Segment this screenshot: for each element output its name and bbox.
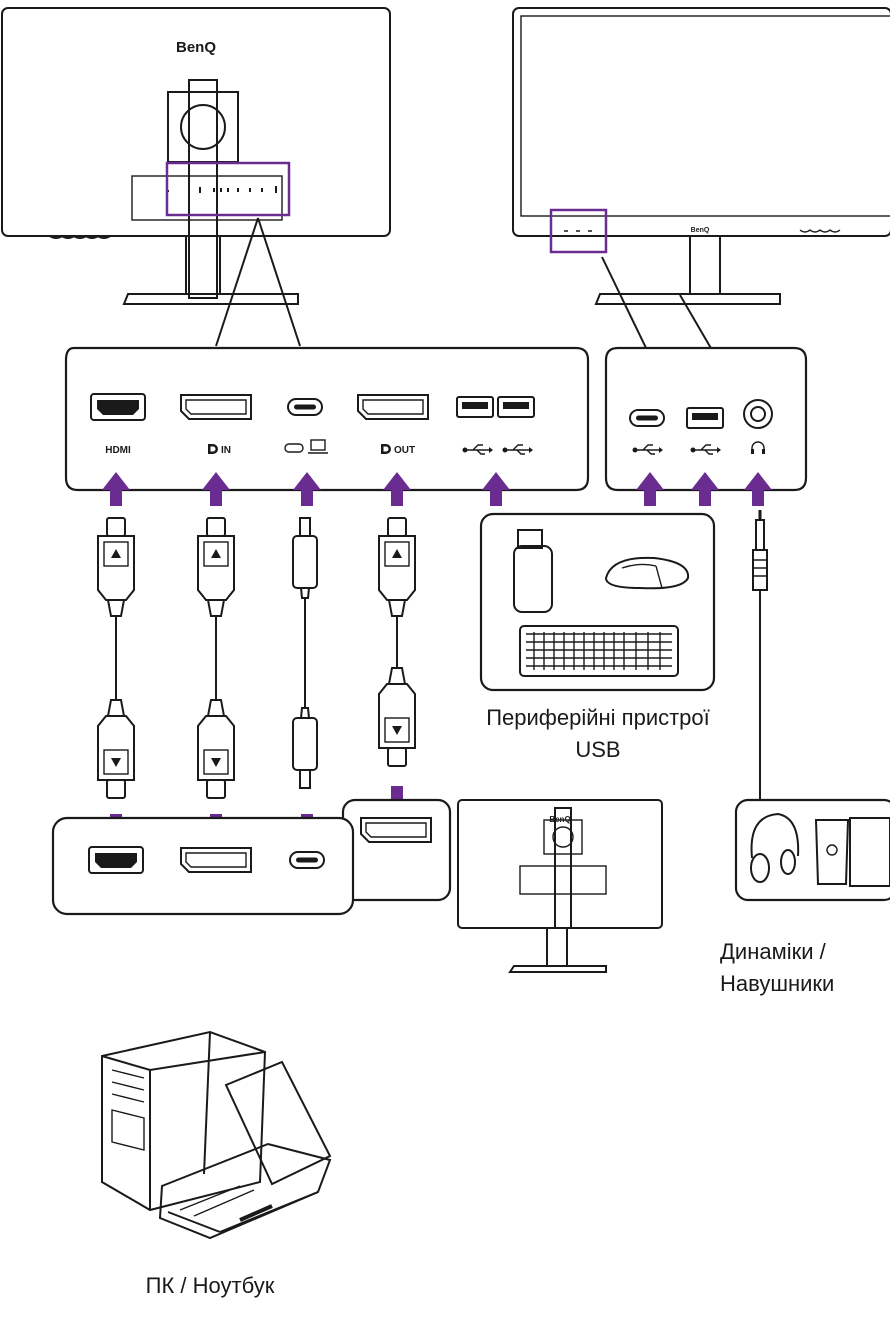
usb-c-laptop-icon <box>284 439 328 454</box>
pc-port-panel <box>51 816 355 916</box>
rear-port-highlight <box>165 161 291 217</box>
displayport-daisy-chain-cable <box>378 517 416 767</box>
keyboard-icon <box>519 625 679 677</box>
headphone-icon <box>751 441 765 454</box>
usb-c-cable <box>292 517 318 789</box>
dp-in-label: IN <box>221 445 231 456</box>
pc-laptop-icon <box>101 1030 332 1240</box>
side-port-panel <box>604 346 808 492</box>
audio-cable <box>752 510 768 800</box>
displayport-cable <box>197 517 235 799</box>
brand-logo-small: BenQ <box>691 227 710 234</box>
headphones-icon <box>750 812 800 883</box>
pc-laptop-caption: ПК / Ноутбук <box>145 1273 275 1298</box>
brand-logo: BenQ <box>176 39 216 56</box>
dp-out-label: OUT <box>394 445 415 456</box>
hdmi-port-label: HDMI <box>105 445 131 456</box>
speakers-headphones-caption: Динаміки / Навушники <box>720 939 835 996</box>
mouse-icon <box>604 556 690 590</box>
second-monitor-icon: BenQ <box>457 799 663 973</box>
headphone-jack-icon <box>743 399 773 429</box>
speakers-icon <box>814 817 890 887</box>
monitor-front-view: BenQ <box>512 7 890 351</box>
speakers-headphones-box <box>734 798 890 902</box>
usb-peripherals-box <box>479 512 716 692</box>
usb-flash-drive-icon <box>513 529 553 613</box>
side-port-highlight <box>549 208 608 254</box>
monitor-rear-view: BenQ <box>1 7 391 347</box>
hdmi-cable <box>97 517 135 799</box>
rear-port-panel: HDMI IN OUT <box>64 346 590 492</box>
daisy-chain-port-box <box>341 798 452 902</box>
usb-peripherals-caption: Периферійні пристрої USB <box>486 705 710 762</box>
